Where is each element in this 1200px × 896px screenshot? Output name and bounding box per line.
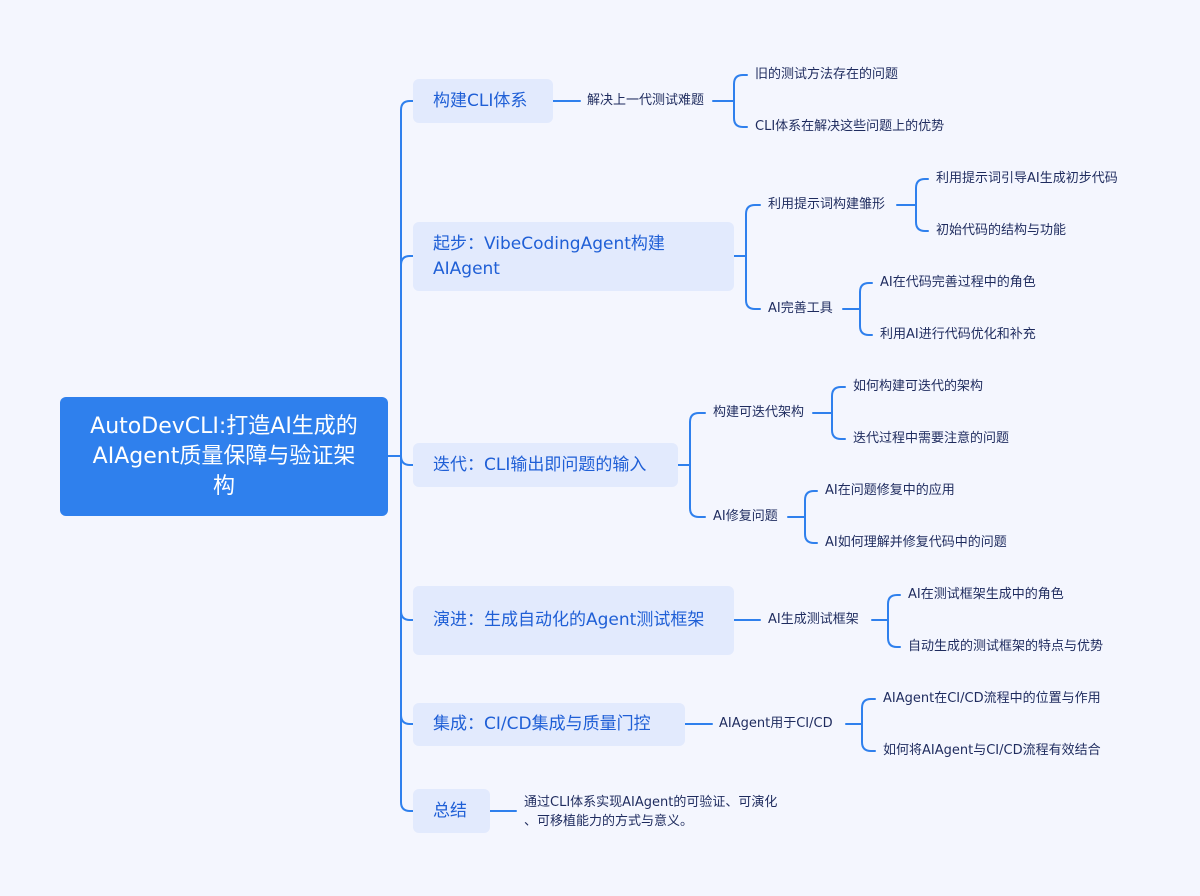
subtopic[interactable]: 利用提示词构建雏形 (768, 197, 886, 212)
subtopic[interactable]: AI修复问题 (713, 509, 778, 524)
subtopic[interactable]: AIAgent用于CI/CD (719, 716, 833, 731)
branch-summary[interactable]: 总结 (413, 789, 490, 833)
leaf-topic[interactable]: AI在代码完善过程中的角色 (880, 275, 1036, 290)
branch-connector (677, 412, 706, 518)
root-connector (387, 100, 414, 812)
leaf-topic[interactable]: 如何构建可迭代的架构 (853, 379, 984, 394)
sub-connector (871, 594, 901, 648)
subtopic[interactable]: 构建可迭代架构 (713, 405, 805, 420)
sub-connector (787, 490, 818, 544)
leaf-topic[interactable]: 利用AI进行代码优化和补充 (880, 327, 1036, 342)
subtopic[interactable]: 解决上一代测试难题 (587, 93, 705, 108)
branch-start[interactable]: 起步：VibeCodingAgent构建AIAgent (413, 222, 734, 291)
leaf-topic[interactable]: AI如何理解并修复代码中的问题 (825, 535, 1007, 550)
leaf-topic[interactable]: 初始代码的结构与功能 (936, 223, 1067, 238)
subtopic[interactable]: AI生成测试框架 (768, 612, 859, 627)
leaf-topic[interactable]: 利用提示词引导AI生成初步代码 (936, 171, 1118, 186)
leaf-topic[interactable]: 迭代过程中需要注意的问题 (853, 431, 1010, 446)
branch-connector (733, 204, 761, 310)
sub-connector (712, 74, 748, 128)
branch-evolve[interactable]: 演进：生成自动化的Agent测试框架 (413, 586, 734, 655)
leaf-topic[interactable]: 如何将AIAgent与CI/CD流程有效结合 (883, 743, 1101, 758)
leaf-topic[interactable]: AIAgent在CI/CD流程中的位置与作用 (883, 691, 1101, 706)
subtopic[interactable]: AI完善工具 (768, 301, 833, 316)
leaf-topic[interactable]: 自动生成的测试框架的特点与优势 (908, 639, 1104, 654)
leaf-topic[interactable]: AI在问题修复中的应用 (825, 483, 955, 498)
sub-connector (842, 282, 873, 336)
root-topic[interactable]: AutoDevCLI:打造AI生成的AIAgent质量保障与验证架构 (60, 397, 388, 516)
summary-text-line1[interactable]: 通过CLI体系实现AIAgent的可验证、可演化 (524, 795, 778, 810)
sub-connector (896, 178, 929, 232)
branch-iterate[interactable]: 迭代：CLI输出即问题的输入 (413, 443, 678, 487)
leaf-topic[interactable]: 旧的测试方法存在的问题 (755, 67, 899, 82)
summary-text-line2[interactable]: 、可移植能力的方式与意义。 (524, 814, 694, 829)
leaf-topic[interactable]: CLI体系在解决这些问题上的优势 (755, 119, 945, 134)
sub-connector (812, 386, 846, 440)
branch-integrate[interactable]: 集成：CI/CD集成与质量门控 (413, 703, 685, 746)
leaf-topic[interactable]: AI在测试框架生成中的角色 (908, 587, 1064, 602)
branch-build-cli[interactable]: 构建CLI体系 (413, 79, 553, 123)
sub-connector (845, 698, 876, 752)
